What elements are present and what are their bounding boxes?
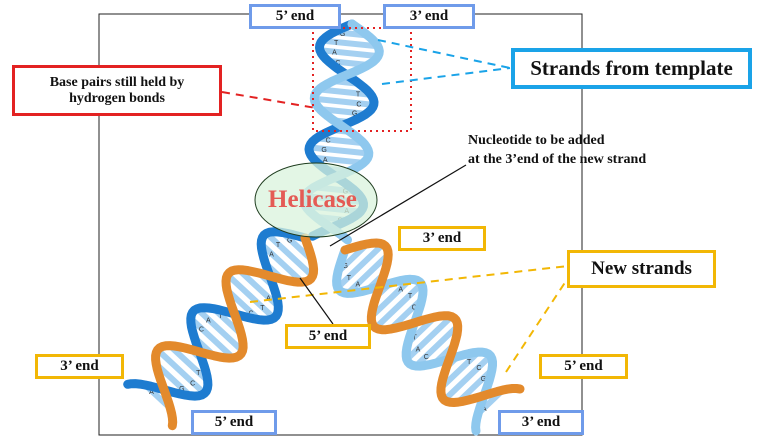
strands-from-template-pointer-2 [381, 67, 511, 85]
right-5end-label: 5’ end [539, 354, 628, 379]
left-daughter-helix-strand-a [123, 227, 310, 401]
strands-from-template-label: Strands from template [511, 48, 752, 89]
bottom-left-5end-label: 5’ end [191, 410, 277, 435]
right-daughter-helix-base-letter: A [482, 406, 487, 413]
left-daughter-helix-base-letter: T [218, 313, 223, 320]
right-daughter-helix-base-pair [438, 349, 481, 391]
right-daughter-helix-base-letter: C [424, 354, 429, 361]
left-daughter-helix-base-letter: C [199, 326, 204, 333]
parental-helix-base-letter: G [340, 31, 345, 38]
right-daughter-helix-base-pair [413, 323, 460, 369]
parental-helix-base-pair [316, 135, 364, 147]
mid-right-3end-label: 3’ end [398, 226, 486, 251]
left-daughter-helix-base-letter: T [196, 370, 201, 377]
parental-helix-base-letter: G [321, 147, 326, 154]
top-left-5end-label: 5’ end [249, 4, 341, 29]
parental-helix-base-pair [312, 154, 364, 166]
right-daughter-helix-base-letter: A [355, 282, 360, 289]
parental-helix-base-letter: T [334, 40, 339, 47]
right-daughter-helix-base-pair [373, 281, 424, 331]
mid-5end-label: 5’ end [285, 324, 371, 349]
left-daughter-helix-base-letter: A [149, 389, 154, 396]
right-daughter-helix-strand-b [340, 238, 525, 407]
right-daughter-helix-base-letter: T [347, 275, 352, 282]
right-daughter-helix-strand-a [332, 245, 497, 436]
right-daughter-helix-base-letter: G [481, 376, 486, 383]
right-daughter-helix-base-letter: T [467, 359, 472, 366]
right-daughter-helix-base-letter: A [398, 287, 403, 294]
bottom-right-3end-label: 3’ end [498, 410, 584, 435]
helicase-label: Helicase [268, 186, 357, 213]
base-pairs-pointer [221, 91, 317, 109]
left-daughter-helix-base-pair [225, 272, 277, 321]
left-3end-label: 3’ end [35, 354, 124, 379]
right-daughter-helix-base-letter: T [408, 293, 413, 300]
left-daughter-helix-base-letter: G [287, 237, 292, 244]
left-daughter-helix-base-pair [188, 316, 236, 361]
left-daughter-helix-base-pair [264, 231, 315, 279]
left-daughter-helix-base-letter: A [206, 317, 211, 324]
nucleotide-pointer [329, 164, 467, 247]
left-daughter-helix-base-letter: T [276, 242, 281, 249]
helicase-ellipse [254, 162, 378, 238]
left-daughter-helix-base-letter: C [190, 380, 195, 387]
parental-helix-base-pair [313, 95, 375, 108]
right-daughter-helix-base-letter: G [343, 263, 348, 270]
parental-helix-base-pair [318, 86, 372, 98]
nucleotide-note-line-2: at the 3’end of the new strand [468, 151, 647, 167]
mid-5end-pointer [299, 277, 334, 325]
right-daughter-helix-base-pair [345, 252, 391, 296]
new-strands-pointer-1 [249, 265, 569, 303]
new-strands-label: New strands [567, 250, 716, 288]
parental-helix-base-letter: C [356, 101, 361, 108]
parental-helix-base-letter: A [323, 157, 328, 164]
top-right-3end-label: 3’ end [383, 4, 475, 29]
right-daughter-helix-base-pair [404, 314, 454, 362]
parental-helix-base-letter: T [356, 91, 361, 98]
left-daughter-helix-base-pair [155, 347, 207, 396]
nucleotide-note-line-1: Nucleotide to be added [468, 133, 605, 148]
new-strands-pointer-2 [505, 280, 567, 373]
parental-helix-base-pair [308, 144, 370, 157]
parental-helix-base-pair [321, 37, 379, 50]
nucleotide-note: Nucleotide to be added at the 3’end of t… [468, 132, 646, 170]
parental-helix-base-pair [319, 106, 367, 117]
left-daughter-helix-base-pair [194, 306, 245, 354]
right-daughter-helix-base-letter: C [412, 304, 417, 311]
left-daughter-helix-base-letter: T [260, 305, 265, 312]
left-daughter-helix-base-letter: A [266, 295, 271, 302]
parental-helix-base-pair [319, 47, 379, 60]
right-daughter-helix-base-letter: T [413, 334, 418, 341]
right-daughter-helix-base-pair [335, 242, 386, 290]
right-daughter-helix-base-letter: C [476, 365, 481, 372]
parental-helix-base-letter: A [332, 50, 337, 57]
base-pairs-label: Base pairs still held by hydrogen bonds [12, 65, 222, 116]
strands-from-template-pointer-1 [377, 39, 511, 69]
left-daughter-helix-base-pair [167, 343, 210, 384]
right-daughter-helix-base-pair [442, 353, 493, 403]
left-daughter-helix-base-letter: G [179, 386, 184, 393]
parental-helix-base-letter: G [352, 111, 357, 118]
base-pairs-highlight [312, 27, 412, 132]
left-daughter-helix-base-pair [259, 241, 305, 285]
right-daughter-helix-base-letter: A [416, 347, 421, 354]
left-daughter-helix-strand-b [151, 233, 319, 431]
left-daughter-helix-base-letter: A [269, 252, 274, 259]
parental-helix-base-letter: C [326, 138, 331, 145]
